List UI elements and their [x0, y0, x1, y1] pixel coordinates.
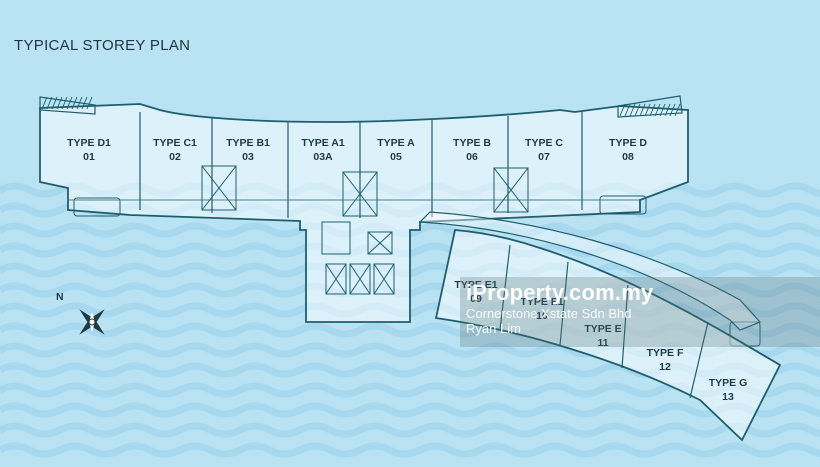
unit-type-label: TYPE F: [647, 347, 684, 359]
unit-type-label: TYPE B1: [226, 137, 270, 149]
hatch-line: [51, 96, 58, 110]
wave-line: [0, 262, 820, 278]
hatch-line: [61, 96, 68, 110]
hatch-line: [644, 103, 651, 117]
unit-type-label: TYPE A: [377, 137, 415, 149]
hatch-line: [76, 96, 83, 110]
north-wing-outline: [39, 103, 689, 323]
east-unit-dividers: [499, 244, 709, 399]
unit-type-label: TYPE C: [525, 137, 563, 149]
unit-type-label: TYPE D1: [67, 137, 111, 149]
compass-rose-icon: [79, 309, 105, 335]
wave-line: [0, 442, 820, 458]
hatch-line: [674, 103, 681, 117]
hatch-line: [659, 103, 666, 117]
wave-line: [0, 242, 820, 258]
wave-background: [0, 182, 820, 458]
unit-type-label: TYPE E1: [454, 279, 497, 291]
hatch-line: [46, 96, 53, 110]
unit-number-label: 01: [83, 151, 95, 163]
unit-type-label: TYPE B: [453, 137, 491, 149]
unit-type-label: TYPE D: [609, 137, 647, 149]
hatch-line: [41, 96, 48, 110]
unit-number-label: 03: [242, 151, 254, 163]
hatch-line: [66, 96, 73, 110]
hatch-line: [81, 96, 88, 110]
unit-number-label: 09: [470, 293, 482, 305]
hatch-line: [624, 103, 631, 117]
unit-number-label: 08: [622, 151, 634, 163]
unit-type-label: TYPE C1: [153, 137, 197, 149]
east-wing-corridor: [418, 211, 762, 331]
unit-number-label: 07: [538, 151, 550, 163]
hatch-line: [71, 96, 78, 110]
hatch-line: [664, 103, 671, 117]
unit-number-label: 03A: [313, 151, 333, 163]
wave-line: [0, 422, 820, 438]
unit-labels: TYPE D1 01 TYPE C1 02 TYPE B1 03 TYPE A1 03A TYP…: [67, 137, 747, 403]
balcony-hatch-east: [617, 95, 683, 118]
unit-number-label: 13: [722, 391, 734, 403]
hatch-line: [619, 103, 626, 117]
wave-line: [0, 402, 820, 418]
unit-number-label: 11: [597, 337, 608, 349]
unit-type-label: TYPE G: [709, 377, 748, 389]
page-title: TYPICAL STOREY PLAN: [14, 37, 191, 54]
east-wing-outline: [434, 229, 782, 442]
watermark-agency: Cornerstone Xstate Sdn Bhd: [466, 306, 632, 321]
wave-line: [0, 302, 820, 318]
unit-type-label: TYPE E1: [520, 296, 563, 308]
void-markers: [201, 165, 529, 295]
hatch-line: [629, 103, 636, 117]
hatch-line: [56, 96, 63, 110]
unit-number-label: 10: [536, 310, 548, 322]
unit-dividers: [68, 112, 640, 218]
hatch-line: [86, 96, 93, 110]
watermark-backdrop: [460, 277, 820, 347]
balcony-hatch-west: [39, 96, 96, 115]
watermark-brand: iProperty.com.my: [466, 280, 654, 305]
compass-north-label: N: [56, 291, 64, 303]
hatch-line: [639, 103, 646, 117]
unit-number-label: 06: [466, 151, 478, 163]
hatch-lines: [41, 96, 681, 117]
hatch-line: [669, 103, 676, 117]
unit-type-label: TYPE A1: [301, 137, 345, 149]
unit-number-label: 12: [659, 361, 671, 373]
hatch-line: [654, 103, 661, 117]
unit-number-label: 05: [390, 151, 402, 163]
hatch-line: [634, 103, 641, 117]
unit-type-label: TYPE E: [584, 323, 621, 335]
hatch-line: [649, 103, 656, 117]
watermark-agent: Ryan Lim: [466, 321, 521, 336]
wave-line: [0, 282, 820, 298]
watermark: iProperty.com.my Cornerstone Xstate Sdn …: [466, 280, 653, 336]
unit-number-label: 02: [169, 151, 181, 163]
